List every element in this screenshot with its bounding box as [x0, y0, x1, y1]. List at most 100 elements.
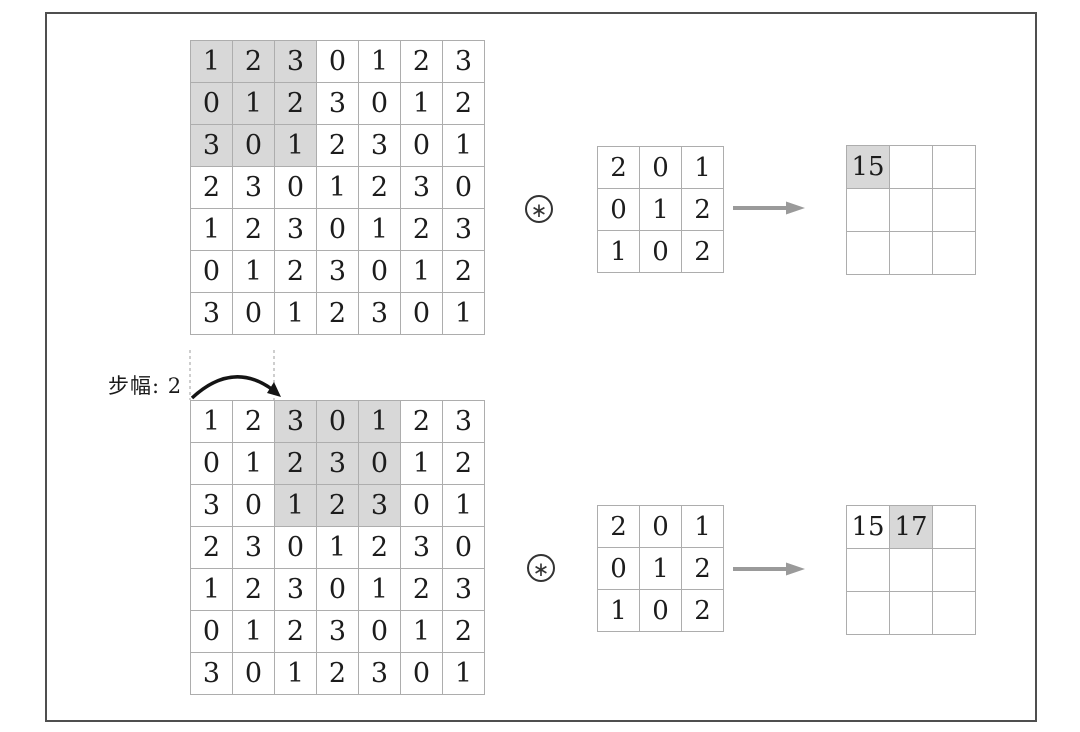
grid-cell: 1: [443, 293, 485, 335]
grid-cell: 0: [275, 527, 317, 569]
grid-cell: 3: [401, 527, 443, 569]
grid-cell: 1: [275, 653, 317, 695]
grid-cell: 2: [443, 443, 485, 485]
grid-cell: 0: [640, 147, 682, 189]
grid-cell: 0: [191, 251, 233, 293]
grid-cell: 0: [359, 443, 401, 485]
grid-cell: 2: [359, 167, 401, 209]
grid-cell: 0: [401, 125, 443, 167]
grid-cell: 1: [191, 209, 233, 251]
grid-cell: 0: [233, 653, 275, 695]
output-matrix-top: 15: [846, 145, 976, 275]
grid-cell: [933, 506, 976, 549]
grid-cell: 0: [640, 231, 682, 273]
grid-cell: 1: [359, 41, 401, 83]
grid-cell: 1: [401, 251, 443, 293]
grid-cell: 1: [640, 189, 682, 231]
grid-cell: 1: [640, 548, 682, 590]
grid-cell: [890, 189, 933, 232]
grid-cell: 3: [275, 569, 317, 611]
grid-cell: 2: [682, 231, 724, 273]
grid-cell: 1: [233, 251, 275, 293]
grid-cell: 1: [233, 611, 275, 653]
grid-cell: 0: [401, 293, 443, 335]
grid-cell: 2: [401, 401, 443, 443]
grid-cell: 1: [401, 611, 443, 653]
grid-cell: 3: [359, 485, 401, 527]
grid-cell: [933, 592, 976, 635]
grid-cell: [890, 549, 933, 592]
grid-cell: 0: [640, 590, 682, 632]
grid-cell: 2: [317, 125, 359, 167]
stride-arc-arrow-icon: [189, 350, 281, 400]
grid-cell: 3: [191, 125, 233, 167]
grid-cell: 3: [443, 41, 485, 83]
grid-cell: 1: [317, 167, 359, 209]
grid-cell: 1: [682, 506, 724, 548]
grid-cell: 1: [598, 231, 640, 273]
grid-cell: 1: [359, 209, 401, 251]
grid-cell: 2: [191, 527, 233, 569]
grid-cell: 2: [359, 527, 401, 569]
grid-cell: [890, 592, 933, 635]
grid-cell: 1: [275, 485, 317, 527]
grid-cell: 1: [191, 569, 233, 611]
grid-cell: 3: [317, 611, 359, 653]
grid-cell: 3: [191, 653, 233, 695]
grid-cell: 0: [598, 189, 640, 231]
grid-cell: [890, 232, 933, 275]
grid-cell: 0: [401, 653, 443, 695]
grid-cell: 0: [233, 485, 275, 527]
grid-cell: 15: [847, 146, 890, 189]
grid-cell: 2: [317, 485, 359, 527]
stride-label: 步幅: 2: [108, 374, 183, 398]
grid-cell: 2: [682, 590, 724, 632]
grid-cell: 0: [640, 506, 682, 548]
grid-cell: 0: [317, 569, 359, 611]
grid-cell: 3: [443, 209, 485, 251]
grid-cell: 1: [191, 41, 233, 83]
grid-cell: 2: [233, 209, 275, 251]
grid-cell: 2: [443, 251, 485, 293]
grid-cell: 15: [847, 506, 890, 549]
grid-cell: 2: [598, 147, 640, 189]
grid-cell: 0: [443, 167, 485, 209]
grid-cell: 1: [359, 401, 401, 443]
grid-cell: 1: [191, 401, 233, 443]
asterisk-icon: ∗: [532, 557, 550, 581]
grid-cell: [933, 189, 976, 232]
grid-cell: 1: [275, 125, 317, 167]
grid-cell: 2: [275, 83, 317, 125]
grid-cell: 0: [359, 83, 401, 125]
grid-cell: 2: [233, 401, 275, 443]
grid-cell: 3: [443, 401, 485, 443]
grid-cell: 0: [598, 548, 640, 590]
grid-cell: 0: [359, 251, 401, 293]
grid-cell: 3: [443, 569, 485, 611]
convolution-operator-icon: ∗: [525, 195, 553, 223]
convolution-operator-icon: ∗: [527, 554, 555, 582]
grid-cell: 0: [233, 125, 275, 167]
grid-cell: 3: [359, 293, 401, 335]
grid-cell: 2: [275, 611, 317, 653]
grid-cell: 0: [443, 527, 485, 569]
grid-cell: 2: [317, 653, 359, 695]
grid-cell: 0: [233, 293, 275, 335]
grid-cell: 2: [275, 251, 317, 293]
grid-cell: 0: [275, 167, 317, 209]
grid-cell: 2: [401, 209, 443, 251]
grid-cell: 0: [191, 611, 233, 653]
grid-cell: 0: [191, 83, 233, 125]
grid-cell: 3: [275, 401, 317, 443]
grid-cell: 0: [401, 485, 443, 527]
right-arrow-icon: [733, 562, 805, 576]
diagram-border: [45, 12, 1037, 722]
grid-cell: 0: [359, 611, 401, 653]
grid-cell: 0: [317, 209, 359, 251]
asterisk-icon: ∗: [530, 198, 548, 222]
grid-cell: 0: [317, 41, 359, 83]
grid-cell: [847, 232, 890, 275]
